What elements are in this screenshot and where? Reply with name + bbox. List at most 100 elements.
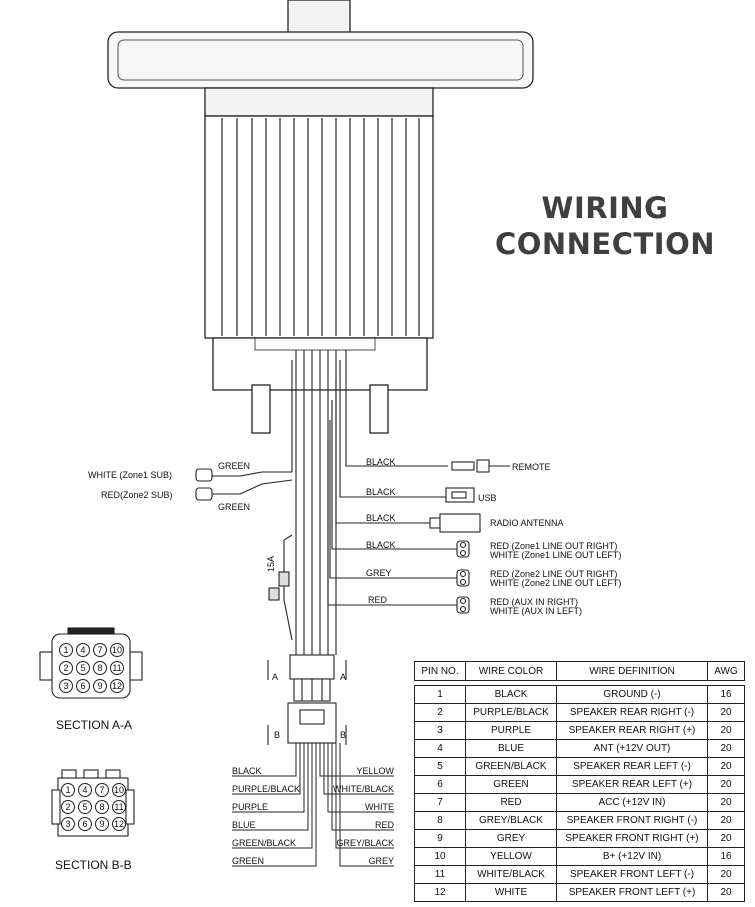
table-header-row: PIN NO. WIRE COLOR WIRE DEFINITION AWG [414, 661, 745, 681]
cell-awg: 16 [707, 847, 745, 866]
label-black-usb: BLACK [366, 487, 396, 497]
pin-number: 3 [61, 817, 75, 831]
label-aux-right: RED (AUX IN RIGHT) [490, 597, 579, 607]
header-pin-no: PIN NO. [414, 661, 466, 681]
cell-awg: 20 [707, 793, 745, 812]
unit-collar [204, 87, 434, 117]
cell-pin-no: 8 [414, 811, 466, 830]
label-remote: REMOTE [512, 462, 551, 472]
cell-wire-definition: ANT (+12V OUT) [556, 739, 708, 758]
cell-wire-color: GREEN [465, 775, 557, 794]
rca-zone2-sub [195, 487, 213, 501]
cell-wire-definition: SPEAKER FRONT RIGHT (+) [556, 829, 708, 848]
wire-left-2: PURPLE/BLACK [232, 784, 301, 794]
pin-number: 8 [93, 661, 107, 675]
cell-awg: 20 [707, 865, 745, 884]
pin-number: 7 [93, 643, 107, 657]
rca-aux [456, 596, 470, 614]
pin-number: 2 [61, 800, 75, 814]
cell-awg: 20 [707, 739, 745, 758]
cell-wire-color: GREY [465, 829, 557, 848]
label-zone1-right: RED (Zone1 LINE OUT RIGHT) [490, 541, 618, 551]
cell-awg: 20 [707, 775, 745, 794]
header-wire-color: WIRE COLOR [465, 661, 557, 681]
label-zone2-left: WHITE (Zone2 LINE OUT LEFT) [490, 578, 622, 588]
pin-number: 1 [59, 643, 73, 657]
section-a-connector [39, 627, 143, 699]
wire-right-2: WHITE/BLACK [332, 784, 394, 794]
cell-pin-no: 6 [414, 775, 466, 794]
label-zone1-left: WHITE (Zone1 LINE OUT LEFT) [490, 550, 622, 560]
wire-left-1: BLACK [232, 766, 262, 776]
cell-wire-color: RED [465, 793, 557, 812]
pin-number: 5 [78, 800, 92, 814]
wire-right-3: WHITE [365, 802, 394, 812]
cell-pin-no: 10 [414, 847, 466, 866]
mounting-stud-left [251, 384, 271, 434]
pin-number: 6 [78, 817, 92, 831]
cell-awg: 16 [707, 685, 745, 704]
cell-wire-definition: SPEAKER FRONT LEFT (+) [556, 883, 708, 902]
label-aux-left: WHITE (AUX IN LEFT) [490, 606, 582, 616]
wire-right-1: YELLOW [356, 766, 394, 776]
pin-number: 6 [76, 679, 90, 693]
mounting-stud-right [369, 384, 389, 434]
pin-number: 10 [110, 643, 124, 657]
cell-pin-no: 7 [414, 793, 466, 812]
cell-wire-definition: SPEAKER REAR LEFT (-) [556, 757, 708, 776]
cell-wire-definition: GROUND (-) [556, 685, 708, 704]
unit-stem [287, 0, 351, 35]
cell-pin-no: 5 [414, 757, 466, 776]
cell-pin-no: 11 [414, 865, 466, 884]
label-green-bottom: GREEN [218, 502, 251, 512]
label-a-left: A [272, 672, 279, 682]
remote-bullet [476, 459, 490, 473]
title-line-1: WIRING [541, 191, 669, 225]
pin-number: 7 [95, 783, 109, 797]
main-connector-a [267, 654, 347, 702]
cell-wire-definition: SPEAKER REAR RIGHT (-) [556, 703, 708, 722]
label-red-zone2-sub: RED(Zone2 SUB) [101, 490, 173, 500]
cell-wire-definition: B+ (+12V IN) [556, 847, 708, 866]
pin-number: 1 [61, 783, 75, 797]
pin-number: 10 [112, 783, 126, 797]
wire-left-6: GREEN [232, 856, 265, 866]
cell-wire-color: GREEN/BLACK [465, 757, 557, 776]
pin-number: 4 [76, 643, 90, 657]
cell-wire-definition: ACC (+12V IN) [556, 793, 708, 812]
rca-zone1-sub [195, 468, 213, 482]
harness-trunk [212, 350, 457, 655]
antenna-jack [439, 513, 481, 533]
cell-awg: 20 [707, 721, 745, 740]
speaker-wire-fan [232, 743, 394, 867]
antenna-plug [429, 517, 441, 529]
pin-number: 2 [59, 661, 73, 675]
cell-pin-no: 2 [414, 703, 466, 722]
label-usb: USB [478, 493, 497, 503]
wire-right-6: GREY [368, 856, 394, 866]
pin-number: 8 [95, 800, 109, 814]
label-zone2-right: RED (Zone2 LINE OUT RIGHT) [490, 569, 618, 579]
label-black-remote: BLACK [366, 457, 396, 467]
label-grey-zone2: GREY [366, 568, 392, 578]
pin-number: 12 [110, 679, 124, 693]
wire-right-5: GREY/BLACK [336, 838, 394, 848]
cell-wire-definition: SPEAKER FRONT LEFT (-) [556, 865, 708, 884]
cell-awg: 20 [707, 757, 745, 776]
wire-left-3: PURPLE [232, 802, 269, 812]
header-wire-definition: WIRE DEFINITION [556, 661, 708, 681]
cell-wire-definition: SPEAKER FRONT RIGHT (-) [556, 811, 708, 830]
label-red-aux: RED [368, 595, 388, 605]
cell-wire-definition: SPEAKER REAR RIGHT (+) [556, 721, 708, 740]
cell-awg: 20 [707, 811, 745, 830]
pin-number: 9 [95, 817, 109, 831]
cell-wire-color: GREY/BLACK [465, 811, 557, 830]
cell-awg: 20 [707, 829, 745, 848]
